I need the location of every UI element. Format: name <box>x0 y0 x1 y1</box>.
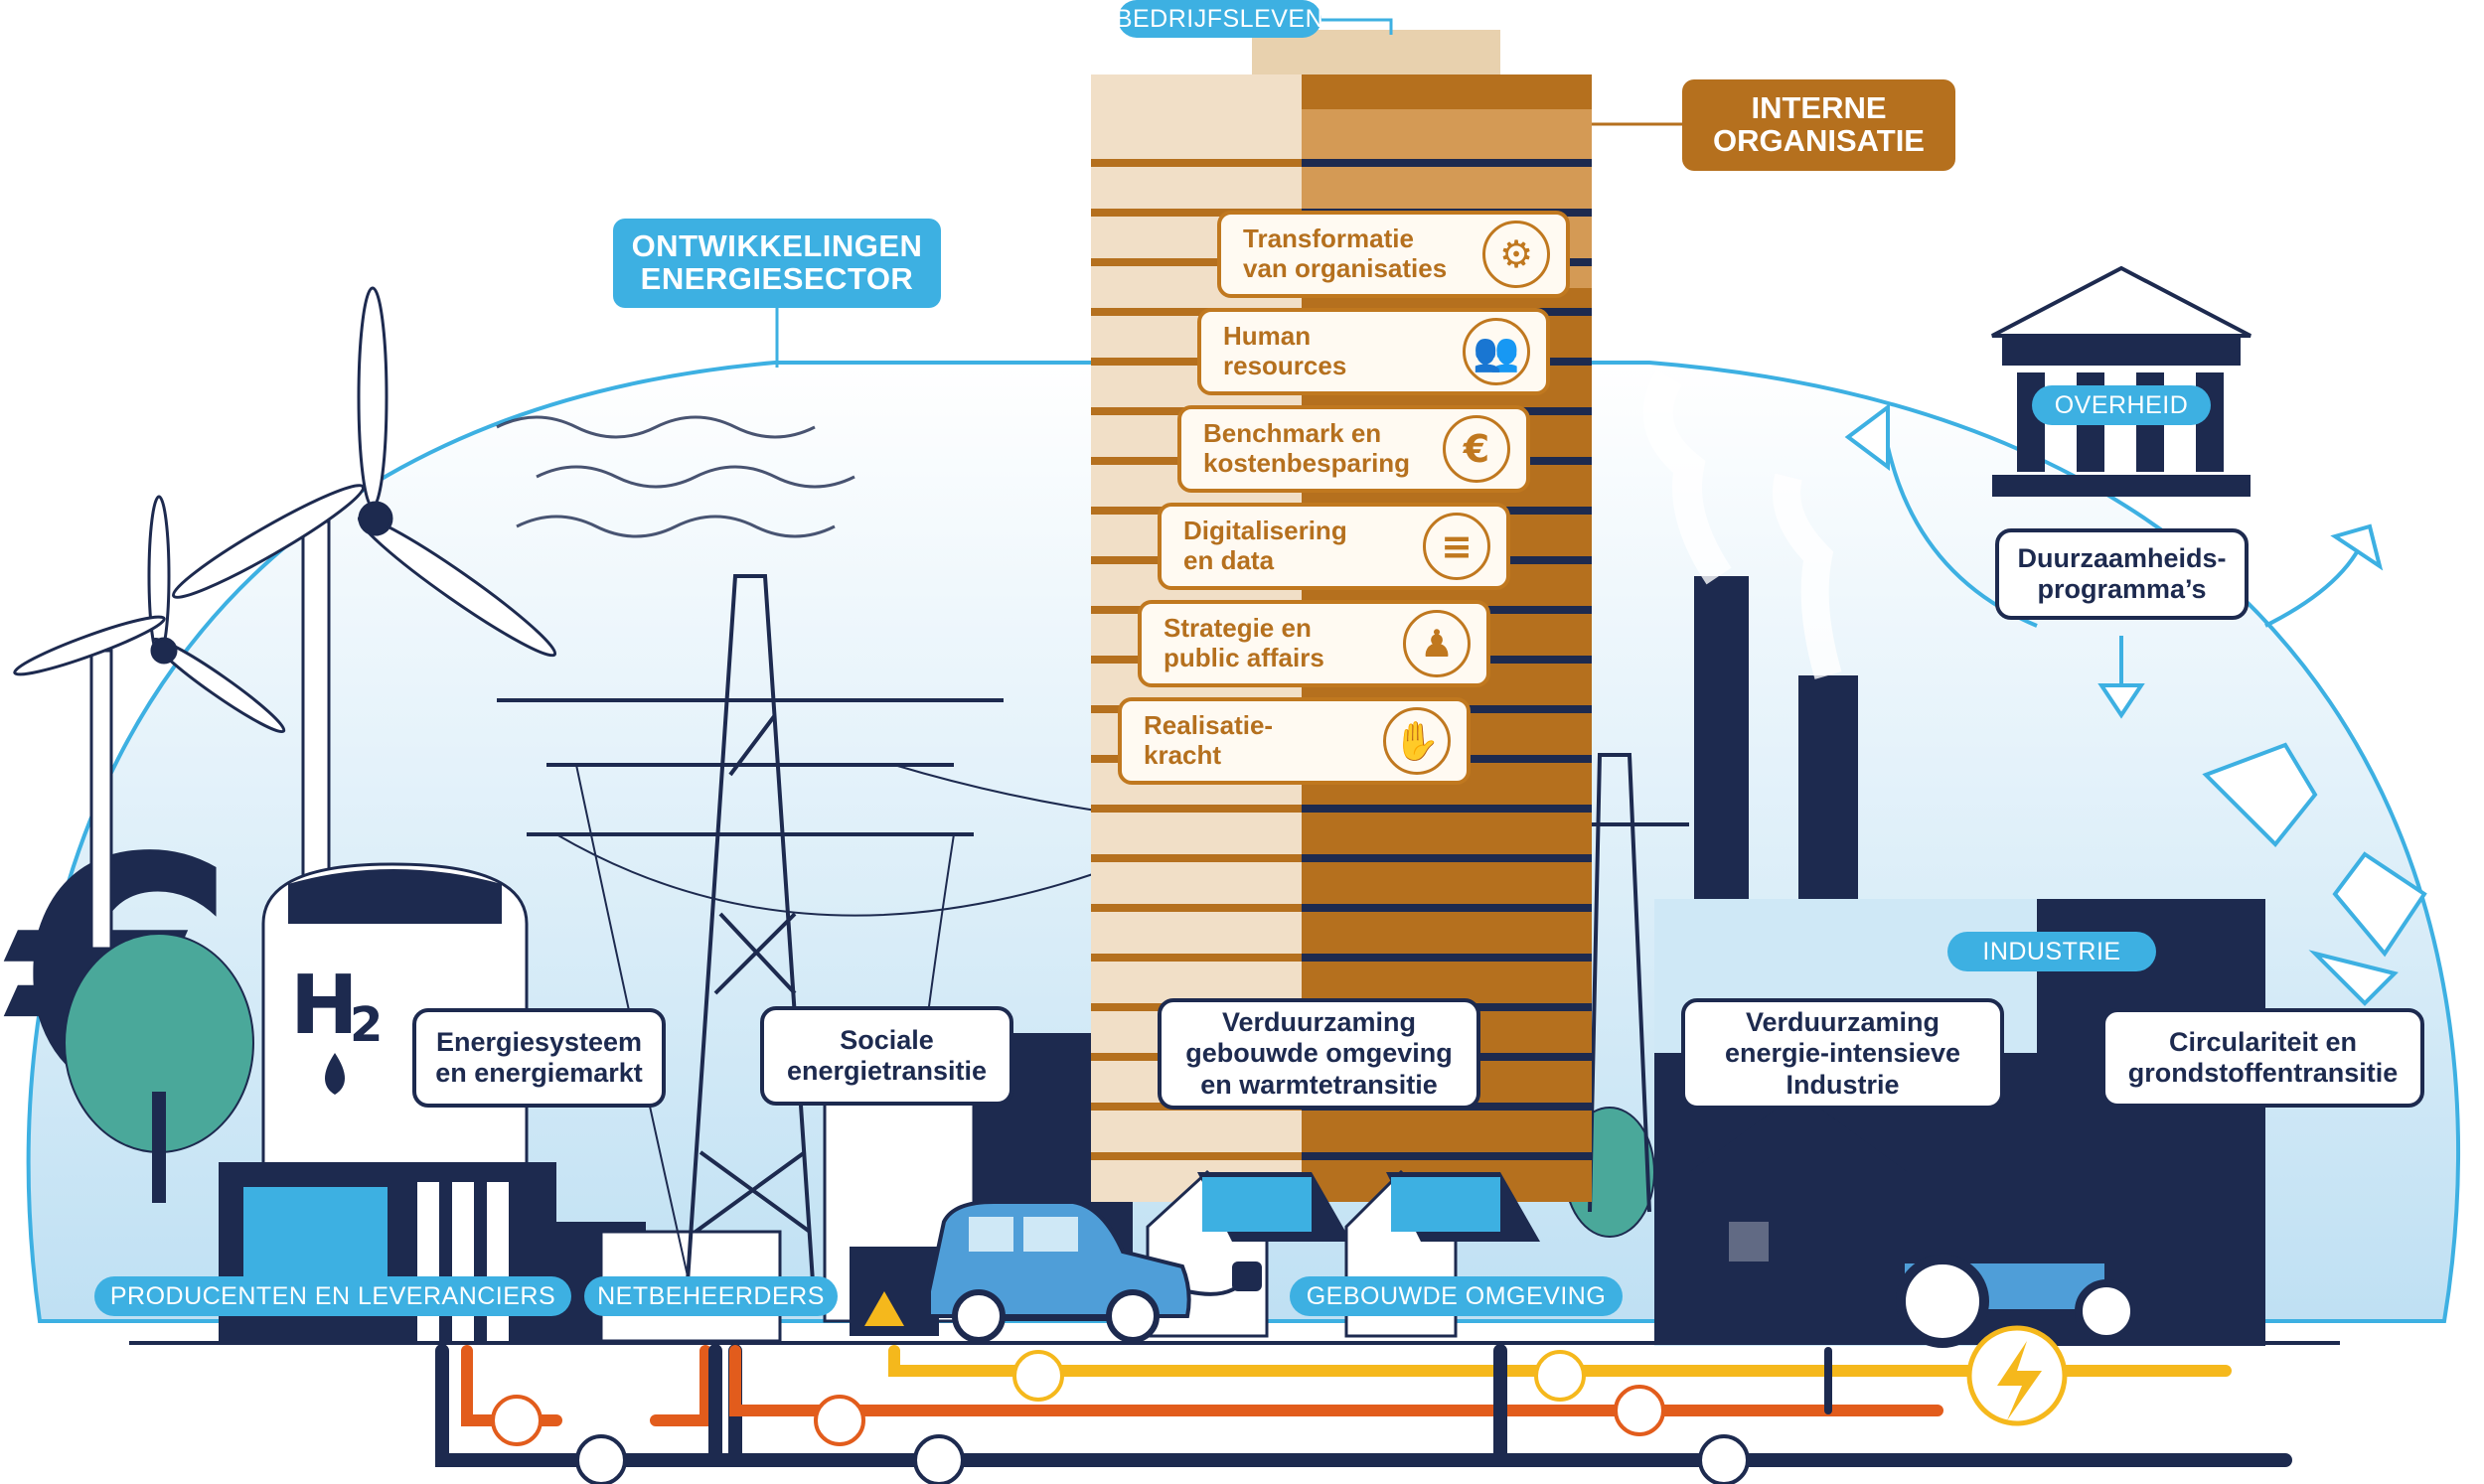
tower-floor-stripe <box>1302 854 1592 862</box>
high-voltage-warning-icon <box>864 1291 904 1326</box>
power-pylon-icon <box>497 574 1689 1312</box>
tower-card: Benchmark en kostenbesparing € <box>1177 405 1530 493</box>
category-producenten-en-leveranciers: PRODUCENTEN EN LEVERANCIERS <box>94 1276 571 1316</box>
tower-floor-stripe <box>1091 904 1302 912</box>
charging-plug-icon <box>1232 1261 1262 1291</box>
chess-piece-icon: ♟ <box>1403 610 1471 677</box>
category-overheid: OVERHEID <box>2032 385 2211 425</box>
tower-floor-stripe <box>1091 954 1302 962</box>
connector-lines <box>775 18 1393 368</box>
tower-floor-stripe <box>1302 805 1592 813</box>
category-bedrijfsleven: BEDRIJFSLEVEN <box>1116 0 1323 38</box>
government-building-icon <box>1991 265 2251 497</box>
category-gebouwde-omgeving: GEBOUWDE OMGEVING <box>1290 1276 1623 1316</box>
farm-building <box>1689 1093 1908 1341</box>
tower-card: Digitalisering en data ≡ <box>1158 503 1510 590</box>
tower-card: Strategie en public affairs ♟ <box>1138 600 1490 687</box>
category-netbeheerders: NETBEHEERDERS <box>584 1276 838 1316</box>
heat-icon <box>491 1385 1665 1446</box>
tower-card-label: Human resources <box>1223 321 1347 380</box>
water-drop-icon <box>325 1053 345 1095</box>
topic-verduurzaming-industrie: Verduurzaming energie-intensieve Industr… <box>1681 998 2004 1110</box>
tower-floor-stripe <box>1091 358 1302 366</box>
tower-floor-stripe <box>1302 904 1592 912</box>
hydrogen-subscript: 2 <box>350 997 383 1053</box>
tower-floor-stripe <box>1091 805 1302 813</box>
euro-magnifier-icon: € <box>1443 415 1510 483</box>
topic-verduurzaming-gebouwde-omgeving: Verduurzaming gebouwde omgeving en warmt… <box>1158 998 1480 1110</box>
topic-sociale-energietransitie: Sociale energietransitie <box>760 1006 1013 1106</box>
tower-card-label: Strategie en public affairs <box>1164 613 1324 672</box>
topic-energiesysteem: Energiesysteem en energiemarkt <box>412 1008 666 1108</box>
category-ontwikkelingen-energiesector: ONTWIKKELINGEN ENERGIESECTOR <box>613 219 941 308</box>
category-interne-organisatie: INTERNE ORGANISATIE <box>1682 79 1955 171</box>
electricity-icon <box>1012 1325 2068 1426</box>
tractor-icon <box>1896 1197 2138 1348</box>
factory-chimney-icon <box>1642 370 1858 924</box>
tower-floor-stripe <box>1091 308 1302 316</box>
hydrogen-label: H <box>290 959 359 1053</box>
building-gear-icon: ⚙ <box>1482 221 1550 288</box>
tower-card-label: Benchmark en kostenbesparing <box>1203 418 1411 478</box>
tower-floor-stripe <box>1302 954 1592 962</box>
tower-floor-stripe <box>1091 1152 1302 1160</box>
tower-card: Realisatie- kracht ✋ <box>1118 697 1471 785</box>
category-industrie: INDUSTRIE <box>1947 932 2156 971</box>
tower-floor-stripe <box>1091 258 1302 266</box>
tower-floor-stripe <box>1091 159 1302 167</box>
tower-floor-stripe <box>1091 854 1302 862</box>
raised-hands-icon: ✋ <box>1383 707 1451 775</box>
tower-floor-stripe <box>1091 209 1302 217</box>
electric-car-icon <box>927 1200 1262 1343</box>
people-group-icon: 👥 <box>1463 318 1530 385</box>
database-icon: ≡ <box>1423 513 1490 580</box>
tower-floor-stripe <box>1302 159 1592 167</box>
tower-floor-stripe <box>1302 1152 1592 1160</box>
tower-card: Transformatie van organisaties ⚙ <box>1217 211 1570 298</box>
recycle-arrows-icon <box>2202 742 2427 1006</box>
topic-circulariteit: Circulariteit en grondstoffentransitie <box>2101 1008 2424 1108</box>
topic-duurzaamheidsprogrammas: Duurzaamheids- programma’s <box>1995 528 2249 620</box>
tower-card-label: Transformatie van organisaties <box>1243 223 1448 283</box>
water-drop-icon <box>575 1434 1750 1484</box>
tower-card-label: Digitalisering en data <box>1183 516 1347 575</box>
tower-card-label: Realisatie- kracht <box>1144 710 1274 770</box>
tower-card: Human resources 👥 <box>1197 308 1550 395</box>
wind-waves-icon <box>496 415 855 538</box>
wind-turbine-icon <box>13 286 557 990</box>
energy-pipelines <box>435 1344 2292 1467</box>
house-with-solar-panels-icon <box>1146 1169 1540 1338</box>
